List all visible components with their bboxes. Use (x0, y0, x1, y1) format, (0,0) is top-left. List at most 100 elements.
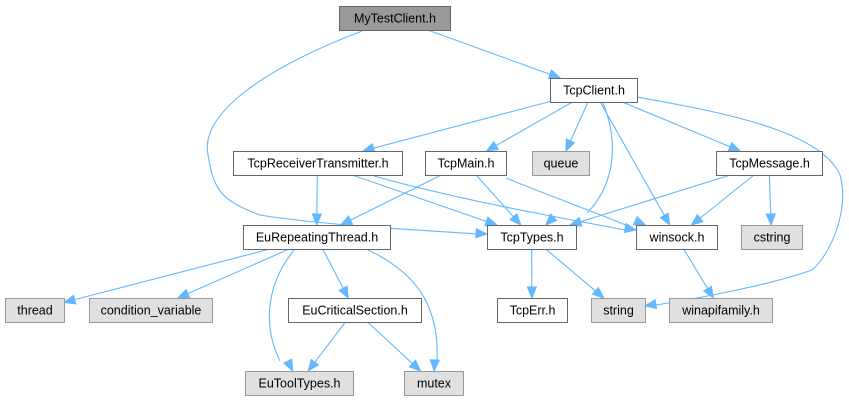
edge-eucriticalsection-to-mutex-arrowhead (408, 359, 422, 372)
edge-eurepeatingthread-to-mutex (367, 249, 441, 373)
edge-eurepeatingthread-to-thread-arrowhead (62, 294, 77, 305)
node-label: TcpTypes.h (500, 230, 563, 244)
edge-tcpclient-to-queue-line (569, 101, 589, 143)
node-label: EuCriticalSection.h (302, 303, 408, 317)
edge-mytestclient-to-tcptypes-arrowhead (475, 228, 489, 239)
edge-tcpclient-to-tcptypes-line (586, 102, 613, 214)
node-box (89, 298, 213, 323)
edge-tcpclient-to-winsock-line (599, 101, 666, 217)
edge-tcpclient-to-string-line (636, 96, 844, 306)
node-label: thread (17, 303, 52, 317)
edge-tcpmessage-to-winsock-arrowhead (690, 213, 704, 226)
node-cstring[interactable]: cstring (741, 225, 803, 250)
edge-tcpclient-to-tcpmain-arrowhead (485, 140, 500, 152)
node-label: TcpMessage.h (729, 156, 810, 170)
edge-tcpreceivertransmitter-to-eurepeatingthread-line (316, 174, 318, 216)
edge-tcptypes-to-string (545, 248, 605, 299)
edge-tcpclient-to-queue (565, 101, 589, 153)
edge-tcpreceivertransmitter-to-eurepeatingthread (311, 174, 323, 227)
edge-tcptypes-to-tcperr-arrowhead (526, 286, 538, 300)
edge-tcpmain-to-winsock-arrowhead (632, 215, 647, 226)
node-thread[interactable]: thread (5, 298, 65, 323)
node-label: EuToolTypes.h (259, 376, 341, 390)
edge-eurepeatingthread-to-eucriticalsection-line (322, 248, 345, 290)
node-label: EuRepeatingThread.h (256, 230, 378, 244)
node-tcpreceivertransmitter[interactable]: TcpReceiverTransmitter.h (233, 151, 403, 176)
edge-tcpmessage-to-cstring-arrowhead (765, 213, 776, 227)
edge-tcpmain-to-tcptypes-arrowhead (509, 212, 522, 226)
edge-mytestclient-to-tcpclient (427, 29, 562, 80)
node-eucriticalsection[interactable]: EuCriticalSection.h (288, 298, 422, 323)
edge-eurepeatingthread-to-mutex-line (367, 249, 438, 362)
node-label: TcpMain.h (438, 156, 495, 170)
node-mutex[interactable]: mutex (404, 371, 464, 396)
node-winapifamily[interactable]: winapifamily.h (669, 298, 773, 323)
node-label: TcpErr.h (510, 303, 556, 317)
node-box (636, 225, 718, 250)
edge-tcpreceivertransmitter-to-winsock-line (373, 175, 627, 231)
edge-eurepeatingthread-to-condition_variable-line (186, 248, 290, 295)
edge-tcpmessage-to-tcptypes (568, 174, 731, 227)
node-label: string (603, 303, 634, 317)
edge-winsock-to-winapifamily (683, 248, 714, 300)
edge-eurepeatingthread-to-eucriticalsection (322, 248, 349, 300)
edge-tcpclient-to-tcpmessage (622, 101, 742, 152)
node-box (550, 78, 638, 103)
node-box (243, 225, 391, 250)
node-mytestclient: MyTestClient.h (339, 6, 451, 31)
node-tcptypes[interactable]: TcpTypes.h (487, 225, 577, 250)
node-string[interactable]: string (591, 298, 646, 323)
node-condition-variable[interactable]: condition_variable (89, 298, 213, 323)
edge-winsock-to-winapifamily-line (683, 248, 709, 290)
edge-tcpclient-to-tcpmessage-arrowhead (727, 141, 742, 152)
node-box (288, 298, 422, 323)
edge-mytestclient-to-tcpclient-line (427, 29, 552, 76)
edge-eurepeatingthread-to-eutooltypes (268, 249, 295, 373)
node-label: mutex (417, 376, 452, 390)
node-label: queue (544, 156, 579, 170)
node-box (425, 151, 507, 176)
edge-tcpmessage-to-winsock (690, 174, 755, 226)
node-box (716, 151, 823, 176)
edge-tcpclient-to-tcptypes-arrowhead (544, 213, 558, 226)
edge-mytestclient-to-tcpclient-arrowhead (547, 69, 562, 80)
node-label: TcpClient.h (563, 83, 625, 97)
node-box (487, 225, 577, 250)
edge-tcptypes-to-tcperr (526, 248, 538, 300)
edge-tcpclient-to-tcpmain (485, 101, 573, 152)
edge-eucriticalsection-to-eutooltypes-arrowhead (307, 358, 320, 373)
edge-winsock-to-winapifamily-arrowhead (702, 285, 714, 300)
node-box (591, 298, 646, 323)
edge-tcpclient-to-string (636, 96, 844, 310)
node-tcperr[interactable]: TcpErr.h (497, 298, 568, 323)
node-label: cstring (754, 230, 791, 244)
edge-tcpmain-to-tcptypes-line (475, 174, 515, 218)
edge-eurepeatingthread-to-eutooltypes-line (268, 249, 295, 362)
node-queue[interactable]: queue (532, 151, 590, 176)
edge-tcpclient-to-queue-arrowhead (565, 138, 576, 153)
edge-eucriticalsection-to-mutex-line (367, 321, 414, 365)
node-label: TcpReceiverTransmitter.h (247, 156, 388, 170)
node-box (233, 151, 403, 176)
edge-eurepeatingthread-to-mutex-arrowhead (429, 359, 441, 373)
edge-tcpmain-to-tcptypes (475, 174, 522, 226)
node-eutooltypes[interactable]: EuToolTypes.h (245, 371, 354, 396)
edge-eurepeatingthread-to-thread (62, 248, 271, 305)
edge-tcpclient-to-tcpmain-line (494, 101, 573, 147)
node-eurepeatingthread[interactable]: EuRepeatingThread.h (243, 225, 391, 250)
node-winsock[interactable]: winsock.h (636, 225, 718, 250)
node-tcpmain[interactable]: TcpMain.h (425, 151, 507, 176)
edge-tcpclient-to-tcptypes (544, 102, 613, 226)
nodes-layer: MyTestClient.hTcpClient.hTcpReceiverTran… (5, 6, 823, 396)
edge-tcpmessage-to-winsock-line (698, 174, 755, 220)
node-tcpclient[interactable]: TcpClient.h (550, 78, 638, 103)
edge-tcpclient-to-tcpreceivertransmitter-line (372, 100, 551, 149)
edge-tcpclient-to-winsock (599, 101, 671, 227)
node-label: winapifamily.h (681, 303, 760, 317)
edge-tcpreceivertransmitter-to-eurepeatingthread-arrowhead (311, 213, 323, 227)
edge-tcpreceivertransmitter-to-tcptypes-line (352, 174, 488, 223)
node-box (245, 371, 354, 396)
node-tcpmessage[interactable]: TcpMessage.h (716, 151, 823, 176)
edge-eurepeatingthread-to-thread-line (73, 248, 271, 301)
edge-eurepeatingthread-to-condition_variable (176, 248, 290, 299)
